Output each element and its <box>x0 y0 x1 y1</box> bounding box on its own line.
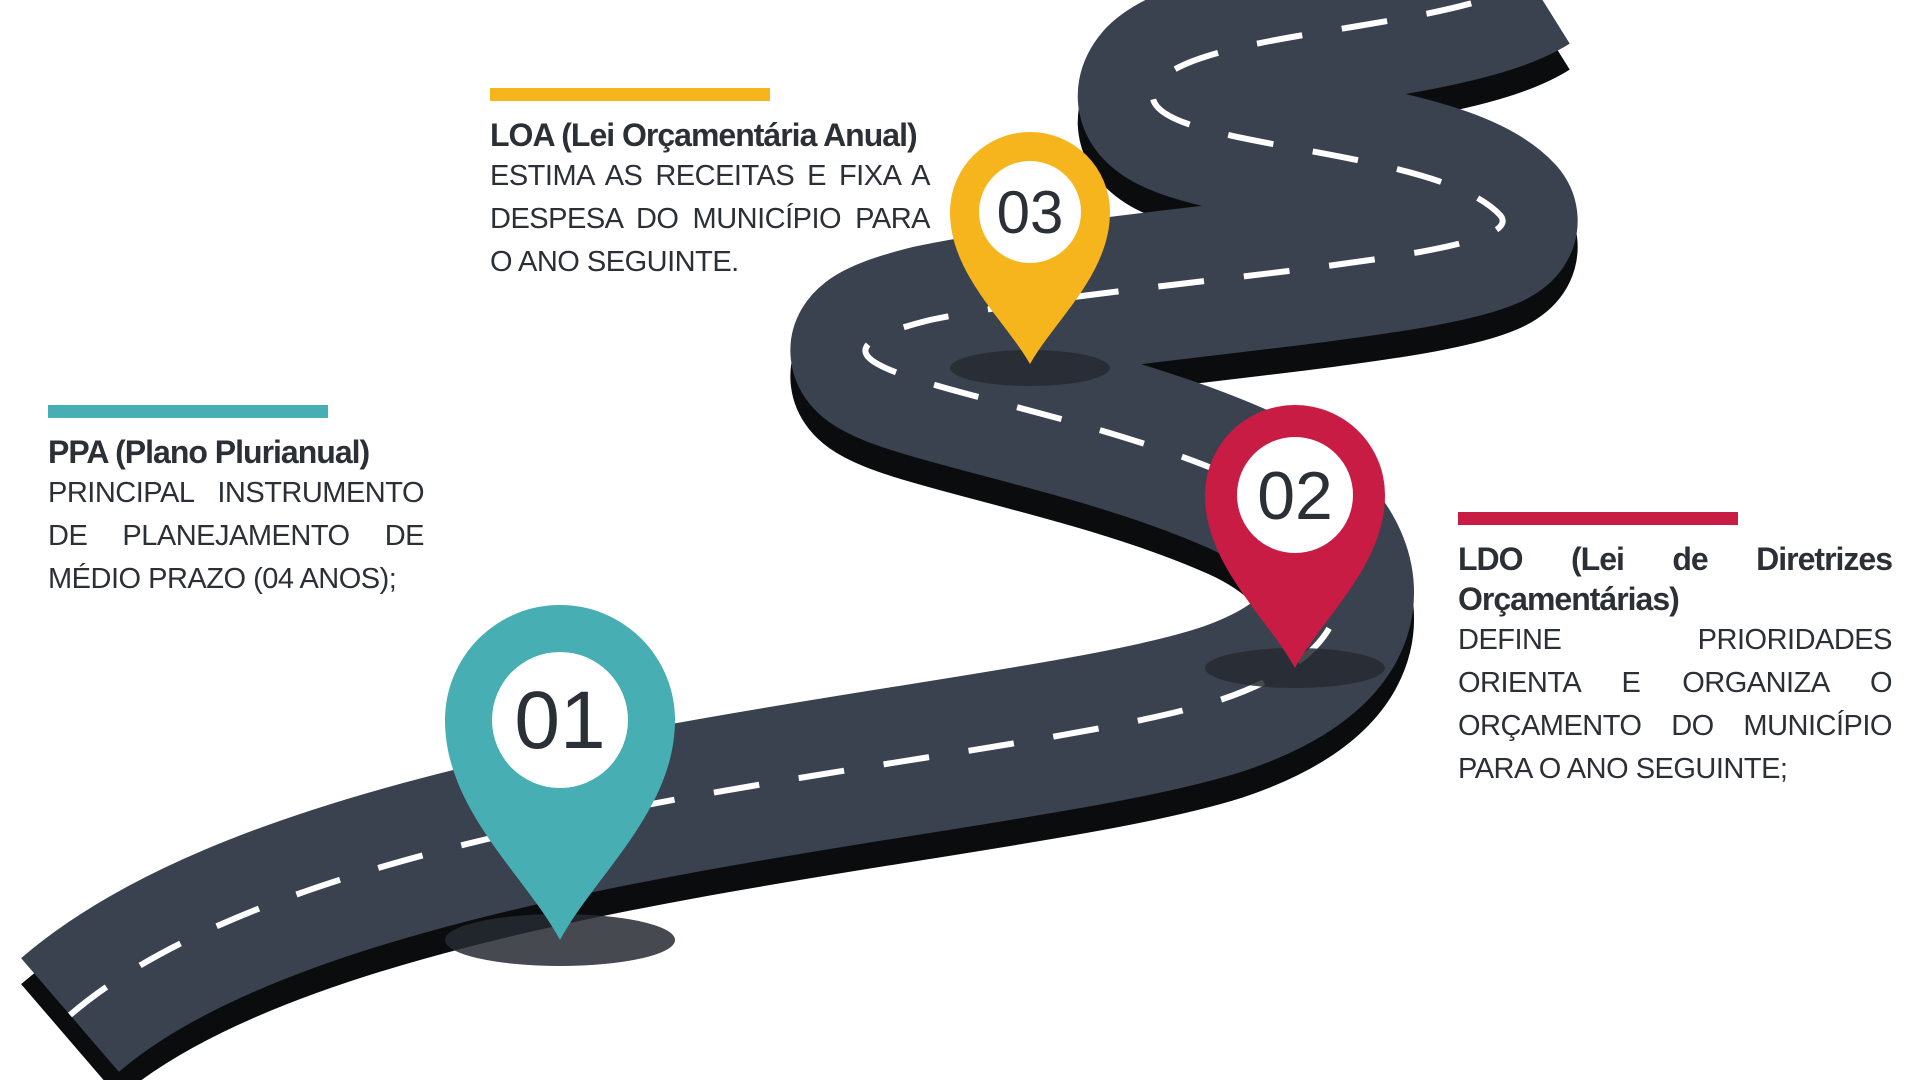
marker-02: 02 <box>1205 405 1385 688</box>
ppa-block: PPA (Plano Plurianual) PRINCIPAL INSTRUM… <box>48 405 425 601</box>
road <box>21 0 1578 1080</box>
loa-description: ESTIMA AS RECEITAS E FIXA A DESPESA DO M… <box>490 160 931 278</box>
ppa-description: PRINCIPAL INSTRUMENTO DE PLANEJAMENTO DE… <box>48 477 425 595</box>
marker-number: 02 <box>1257 458 1333 534</box>
road-center-line <box>68 0 1506 1018</box>
ldo-title: LDO (Lei de Diretrizes Orçamentárias) <box>1458 541 1893 617</box>
loa-title: LOA (Lei Orçamentária Anual) <box>490 117 918 153</box>
ldo-accent-bar <box>1458 512 1738 525</box>
marker-03: 03 <box>950 132 1110 386</box>
loa-accent-bar <box>490 88 770 101</box>
loa-block: LOA (Lei Orçamentária Anual) ESTIMA AS R… <box>490 88 931 284</box>
ldo-description: DEFINE PRIORIDADES ORIENTA E ORGANIZA O … <box>1458 624 1893 785</box>
marker-01: 01 <box>445 604 675 966</box>
marker-number: 03 <box>997 179 1064 246</box>
ldo-block: LDO (Lei de Diretrizes Orçamentárias) DE… <box>1458 512 1893 791</box>
ppa-title: PPA (Plano Plurianual) <box>48 434 370 470</box>
ppa-accent-bar <box>48 405 328 418</box>
marker-number: 01 <box>514 675 605 766</box>
